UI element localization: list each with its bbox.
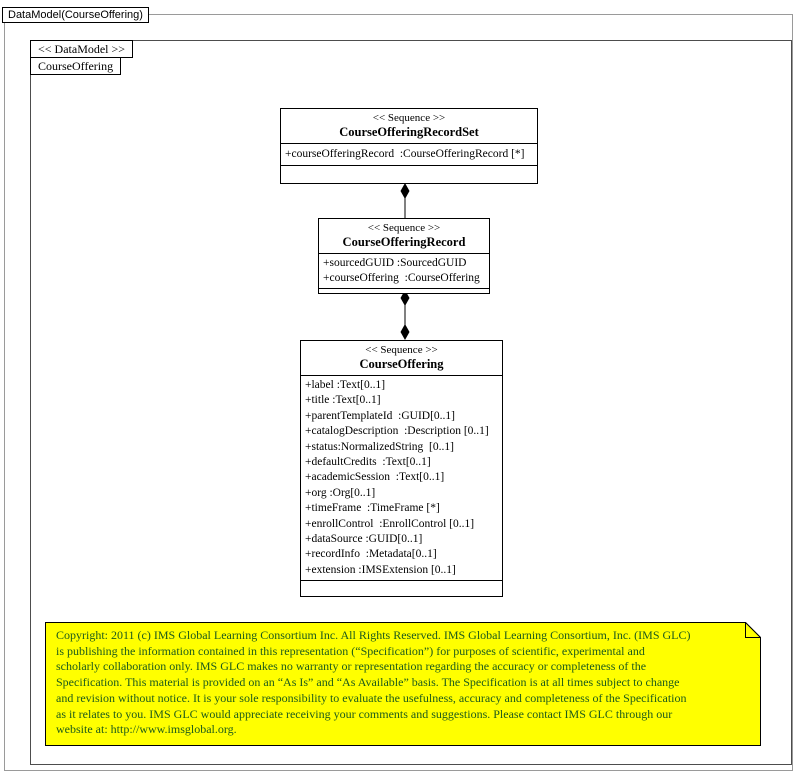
class-empty-compartment: [319, 289, 489, 293]
note-line: is publishing the information contained …: [56, 643, 645, 658]
attribute-row: +courseOfferingRecord :CourseOfferingRec…: [285, 148, 525, 160]
attribute-row: +courseOffering :CourseOffering: [323, 272, 480, 284]
note-line: website at: http://www.imsglobal.org.: [56, 722, 237, 737]
class-courseoffering: << Sequence >> CourseOffering +label :Te…: [300, 340, 503, 598]
class-attributes: +sourcedGUID :SourcedGUID +courseOffering…: [319, 254, 489, 289]
attribute-row: +timeFrame :TimeFrame [*]: [305, 502, 440, 515]
composition-connector-recordset-record: [400, 183, 410, 218]
composition-diamond-icon: [400, 183, 410, 199]
note-fold-icon: [745, 622, 761, 638]
note-background: [45, 622, 761, 746]
note-line: and revision without notice. It is your …: [56, 690, 687, 705]
composition-diamond-icon: [400, 290, 410, 306]
attribute-row: +sourcedGUID :SourcedGUID: [323, 257, 467, 269]
class-name: CourseOfferingRecord: [342, 235, 466, 249]
attribute-row: +parentTemplateId :GUID[0..1]: [305, 409, 456, 422]
class-empty-compartment: [301, 581, 502, 596]
attribute-row: +label :Text[0..1]: [305, 379, 386, 391]
attribute-row: +catalogDescription :Description [0..1]: [305, 425, 489, 438]
class-stereotype: << Sequence >>: [372, 112, 446, 124]
frame-stereotype: << DataModel >>: [38, 42, 126, 56]
attribute-row: +title :Text[0..1]: [305, 394, 381, 407]
note-line: Copyright: 2011 (c) IMS Global Learning …: [56, 628, 691, 642]
attribute-row: +academicSession :Text[0..1]: [305, 471, 445, 484]
composition-connector-record-offering: [400, 290, 410, 340]
class-attributes: +courseOfferingRecord :CourseOfferingRec…: [281, 144, 537, 166]
class-empty-compartment: [281, 166, 537, 183]
class-name: CourseOfferingRecordSet: [339, 125, 479, 139]
frame-name: CourseOffering: [38, 59, 114, 73]
frame-name-tab: CourseOffering: [30, 57, 122, 75]
attribute-row: +dataSource :GUID[0..1]: [305, 533, 423, 546]
class-stereotype: << Sequence >>: [367, 222, 441, 234]
diagram-outer-border: [4, 14, 793, 771]
attribute-row: +recordInfo :Metadata[0..1]: [305, 548, 437, 561]
attribute-row: +enrollControl :EnrollControl [0..1]: [305, 517, 475, 530]
copyright-note: Copyright: 2011 (c) IMS Global Learning …: [45, 622, 761, 746]
frame-stereotype-tab: << DataModel >>: [30, 40, 134, 58]
class-header: << Sequence >> CourseOffering: [301, 341, 502, 376]
attribute-row: +defaultCredits :Text[0..1]: [305, 456, 431, 469]
class-attributes: +label :Text[0..1] +title :Text[0..1] +par…: [301, 376, 502, 582]
note-line: as it relates to you. IMS GLC would appr…: [56, 706, 673, 721]
attribute-row: +status:NormalizedString [0..1]: [305, 440, 454, 453]
class-courseofferingrecord: << Sequence >> CourseOfferingRecord +sou…: [318, 218, 490, 294]
class-courseofferingrecordset: << Sequence >> CourseOfferingRecordSet +…: [280, 108, 538, 184]
note-line: Specification. This material is provided…: [56, 675, 680, 690]
note-text: Copyright: 2011 (c) IMS Global Learning …: [56, 628, 751, 738]
attribute-row: +extension :IMSExtension [0..1]: [305, 563, 456, 576]
composition-diamond-icon: [400, 324, 410, 340]
class-header: << Sequence >> CourseOfferingRecordSet: [281, 109, 537, 144]
note-line: scholarly collaboration only. IMS GLC ma…: [56, 659, 647, 674]
attribute-row: +org :Org[0..1]: [305, 486, 376, 499]
diagram-title-box: DataModel(CourseOffering): [2, 7, 149, 23]
note-shape: [45, 622, 761, 746]
class-stereotype: << Sequence >>: [365, 344, 438, 356]
datamodel-frame: [30, 40, 792, 765]
diagram-title: DataModel(CourseOffering): [8, 9, 143, 21]
class-header: << Sequence >> CourseOfferingRecord: [319, 219, 489, 254]
class-name: CourseOffering: [359, 357, 444, 371]
